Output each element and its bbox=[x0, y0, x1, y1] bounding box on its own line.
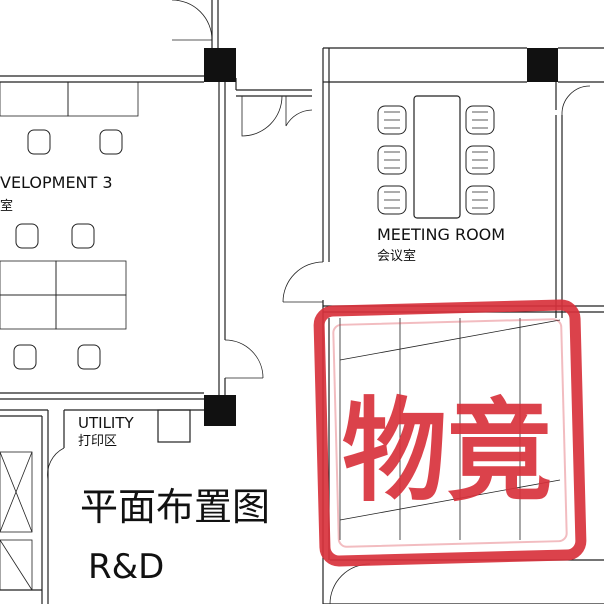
meeting-room-label-cn: 会议室 bbox=[377, 248, 416, 264]
dev-furniture bbox=[0, 81, 139, 370]
utility-fixtures bbox=[0, 409, 191, 591]
plan-title-cn: 平面布置图 bbox=[80, 485, 270, 529]
utility-label-en: UTILITY bbox=[78, 414, 135, 432]
meeting-room-label-en: MEETING ROOM bbox=[377, 225, 505, 244]
utility-label-cn: 打印区 bbox=[78, 434, 117, 449]
dev-room-label-cn: 室 bbox=[0, 198, 13, 214]
plan-title-en: R&D bbox=[88, 547, 164, 587]
seal-stamp: 物竟 bbox=[313, 299, 587, 567]
structural-columns bbox=[204, 48, 558, 426]
meeting-furniture bbox=[377, 95, 495, 219]
dev-room-label-en: VELOPMENT 3 bbox=[0, 173, 113, 192]
door-swings bbox=[47, 0, 591, 604]
dev-chairs bbox=[13, 129, 123, 370]
seal-text: 物竟 bbox=[342, 386, 552, 517]
seal-border bbox=[313, 299, 587, 567]
meeting-chairs bbox=[377, 105, 495, 215]
